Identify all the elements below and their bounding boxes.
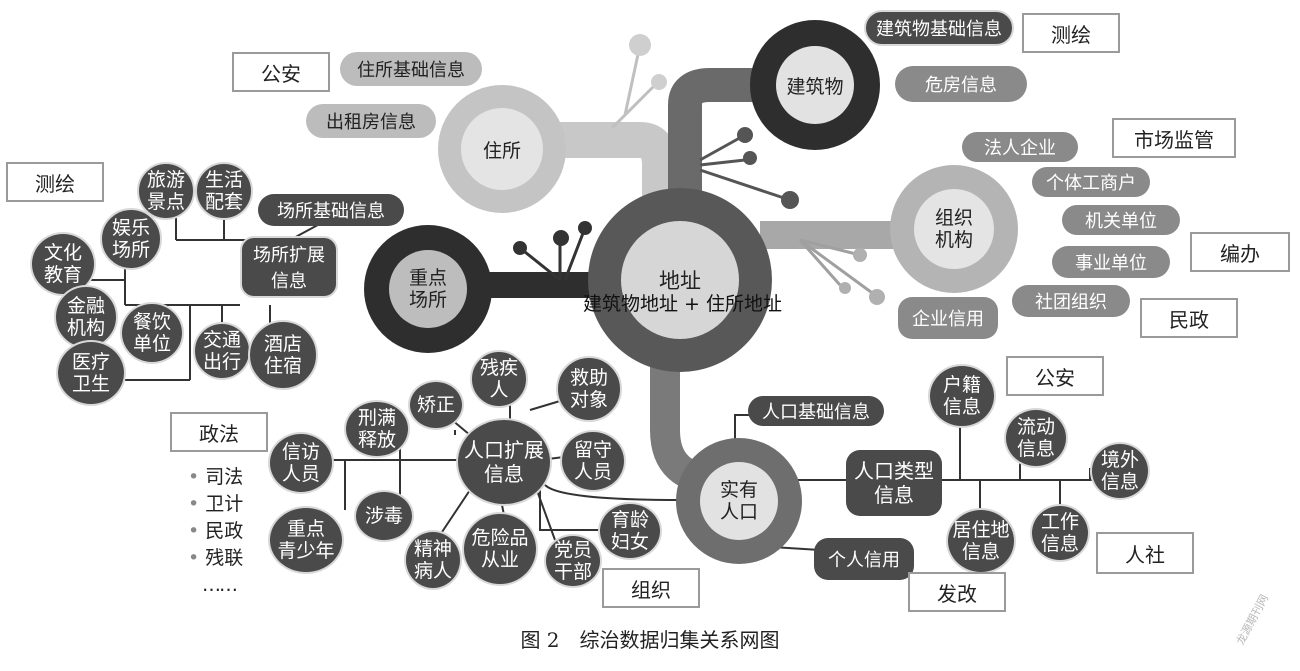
- pop-overseas: 境外 信息: [1090, 442, 1150, 500]
- center-subtitle: 建筑物地址 + 住所地址: [583, 293, 782, 315]
- org-item-individual-business: 个体工商户: [1032, 167, 1150, 197]
- population-node: 实有 人口: [676, 438, 802, 564]
- dept-surveying-top: 测绘: [1022, 13, 1120, 53]
- center-title: 地址: [659, 269, 701, 293]
- venue-tourism: 旅游 景点: [137, 162, 195, 220]
- dept-hr: 人社: [1096, 532, 1194, 574]
- venue-ext-info: 场所扩展 信息: [240, 236, 338, 298]
- politics-item: • 民政: [188, 520, 244, 542]
- population-type-info: 人口类型 信息: [846, 450, 942, 516]
- venue-hotel: 酒店 住宿: [248, 320, 318, 390]
- pop-floating: 流动 信息: [1004, 408, 1068, 468]
- pop-household: 户籍 信息: [928, 364, 996, 428]
- pop-residence-place: 居住地 信息: [946, 508, 1016, 574]
- venue-finance: 金融 机构: [54, 285, 118, 349]
- venue-medical: 医疗 卫生: [56, 340, 126, 406]
- pop-petition: 信访 人员: [268, 432, 334, 494]
- pop-childbearing: 育龄 妇女: [598, 502, 662, 560]
- venue-node: 重点 场所: [364, 225, 492, 353]
- venue-label: 重点 场所: [408, 267, 447, 311]
- politics-list: • 司法 • 卫计 • 民政 • 残联 ……: [188, 464, 243, 599]
- figure-caption: 图 2 综治数据归集关系网图: [520, 628, 780, 652]
- pop-hazmat: 危险品 从业: [462, 512, 538, 586]
- venue-entertainment: 娱乐 场所: [100, 208, 162, 270]
- residence-base-info: 住所基础信息: [340, 52, 482, 86]
- dept-market: 市场监管: [1112, 118, 1236, 158]
- building-label: 建筑物: [786, 75, 844, 98]
- pop-released: 刑满 释放: [344, 400, 410, 458]
- venue-culture: 文化 教育: [30, 232, 96, 296]
- pop-drug: 涉毒: [354, 490, 414, 542]
- pop-mental: 精神 病人: [404, 530, 462, 590]
- dept-public-security-right: 公安: [1006, 356, 1104, 396]
- politics-item: • 残联: [188, 547, 244, 569]
- dept-civil-affairs: 民政: [1140, 298, 1238, 338]
- politics-item: • 司法: [188, 466, 244, 488]
- org-item-enterprise-credit: 企业信用: [898, 297, 998, 339]
- dept-politics-law: 政法: [170, 412, 268, 452]
- pop-left-behind: 留守 人员: [560, 430, 626, 492]
- dept-development: 发改: [908, 572, 1006, 612]
- venue-base-info: 场所基础信息: [258, 194, 404, 226]
- residence-node: 住所: [438, 85, 566, 213]
- population-label: 实有 人口: [719, 479, 758, 523]
- venue-living: 生活 配套: [195, 162, 253, 220]
- dept-staffing: 编办: [1190, 232, 1290, 272]
- org-item-social-org: 社团组织: [1012, 285, 1130, 317]
- pop-disabled: 残疾 人: [470, 350, 528, 408]
- org-item-government: 机关单位: [1062, 205, 1180, 235]
- residence-label: 住所: [482, 139, 521, 162]
- building-node: 建筑物: [750, 20, 880, 150]
- org-label: 组织 机构: [934, 207, 973, 251]
- dept-surveying-left: 测绘: [6, 162, 104, 202]
- center-node: 地址: [588, 188, 772, 372]
- pop-work: 工作 信息: [1030, 504, 1090, 562]
- org-node: 组织 机构: [890, 165, 1018, 293]
- personal-credit: 个人信用: [814, 538, 914, 580]
- org-item-legal-enterprise: 法人企业: [962, 132, 1078, 162]
- org-item-institution: 事业单位: [1052, 246, 1170, 278]
- pop-relief: 救助 对象: [556, 356, 622, 422]
- pop-youth: 重点 青少年: [268, 506, 344, 574]
- pop-correction: 矫正: [408, 380, 464, 430]
- dept-organization: 组织: [602, 568, 700, 608]
- pop-party-cadre: 党员 干部: [544, 534, 602, 588]
- rental-info: 出租房信息: [306, 104, 436, 138]
- population-base-info: 人口基础信息: [748, 396, 884, 426]
- venue-transport: 交通 出行: [193, 322, 251, 380]
- building-base-info: 建筑物基础信息: [864, 10, 1014, 46]
- venue-dining: 餐饮 单位: [120, 302, 184, 364]
- politics-item: • 卫计: [188, 493, 244, 515]
- politics-item: ……: [202, 574, 238, 596]
- dangerous-building-info: 危房信息: [895, 66, 1027, 102]
- population-ext-info: 人口扩展 信息: [456, 418, 552, 506]
- dept-public-security-top: 公安: [232, 52, 330, 92]
